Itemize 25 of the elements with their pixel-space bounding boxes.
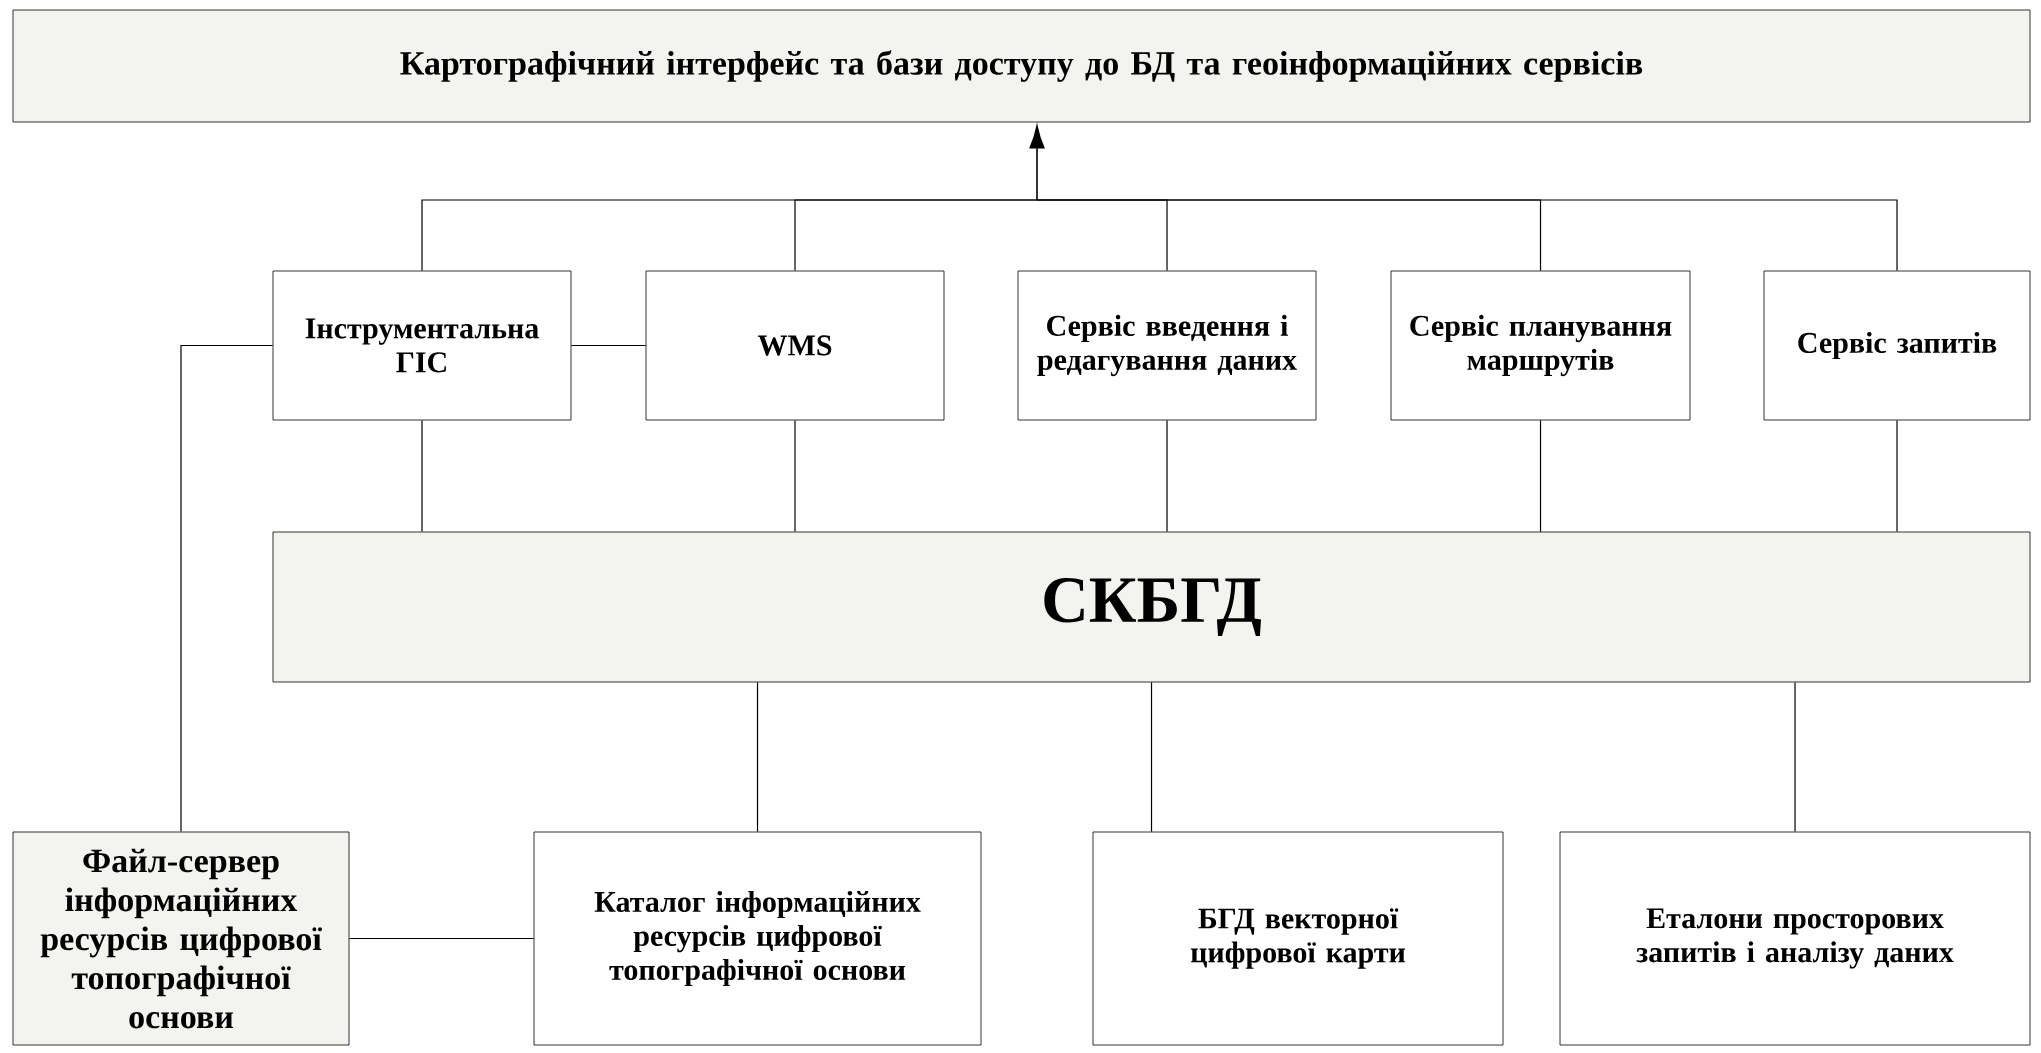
connector-line [570, 344, 647, 347]
process-box: Сервіс запитів [1763, 270, 2031, 421]
process-box: Сервіс введення і редагування даних [1017, 270, 1317, 421]
connector-line [1150, 681, 1153, 833]
process-box: Інструментальна ГІС [272, 270, 572, 421]
process-box: Файл-сервер інформаційних ресурсів цифрової топографічної основи [12, 831, 350, 1046]
connector-line [1166, 419, 1168, 533]
connector-line [1539, 419, 1542, 533]
process-box: Сервіс планування маршрутів [1390, 270, 1691, 421]
arrow [1029, 125, 1045, 201]
connector-line [180, 344, 274, 833]
connector-line [1896, 419, 1898, 533]
process-box: WMS [645, 270, 945, 421]
connector-line [794, 199, 1038, 272]
database-band: СКБГД [272, 531, 2031, 683]
connector-line [1036, 199, 1898, 272]
process-box: Еталони просторових запитів і аналізу даних [1559, 831, 2031, 1046]
connector-line [348, 937, 535, 940]
interface-box: Картографічний інтерфейс та бази доступу до БД та геоінформаційних сервісів [12, 9, 2031, 123]
process-box: Каталог інформаційних ресурсів цифрової топографічної основи [533, 831, 982, 1046]
connector-line [1794, 681, 1796, 833]
connector-line [794, 419, 796, 533]
connector-line [421, 419, 423, 533]
process-box: БГД векторної цифрової карти [1092, 831, 1504, 1046]
connector-line [756, 681, 759, 833]
